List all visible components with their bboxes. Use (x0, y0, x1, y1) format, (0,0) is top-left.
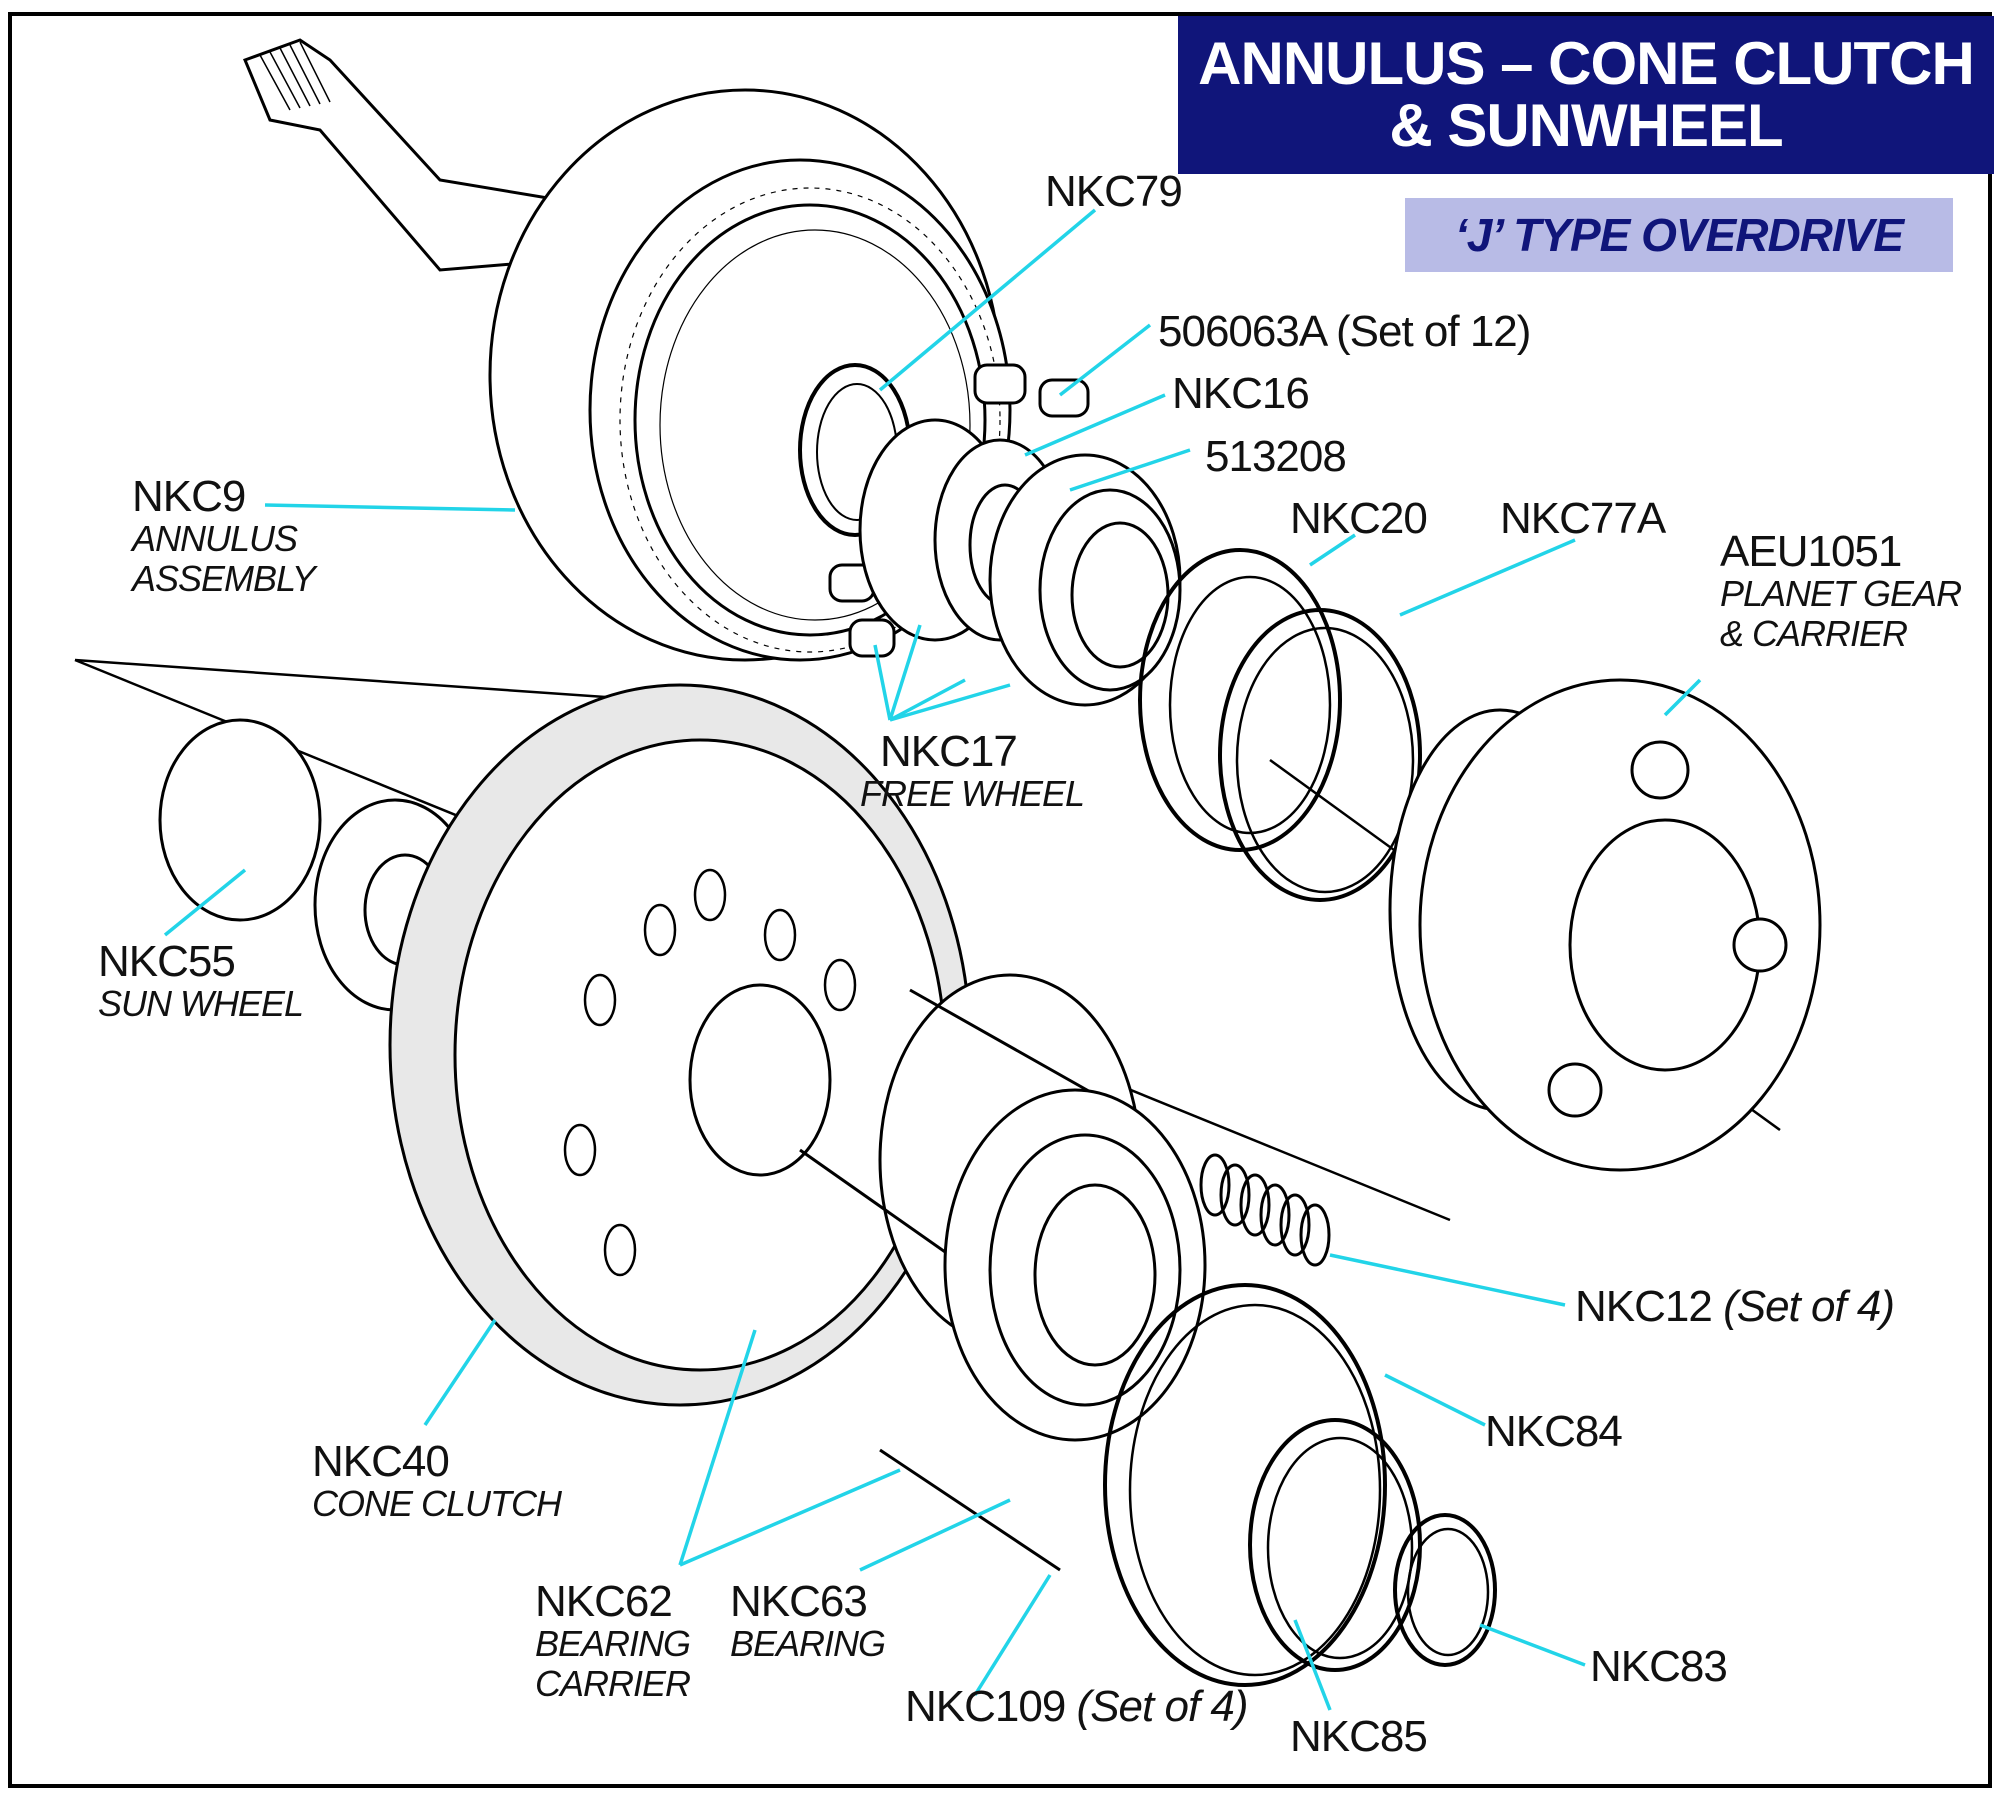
label-nkc85: NKC85 (1290, 1712, 1428, 1761)
label-nkc20: NKC20 (1290, 494, 1428, 543)
label-aeu1051-desc-1: PLANET GEAR (1720, 573, 1962, 614)
label-nkc17-number: NKC17 (880, 727, 1018, 776)
label-nkc55-desc-1: SUN WHEEL (98, 983, 304, 1024)
label-nkc63-number: NKC63 (730, 1577, 868, 1626)
title-line-2: & SUNWHEEL (1389, 92, 1783, 159)
label-nkc62: NKC62 BEARING CARRIER (535, 1577, 691, 1704)
label-nkc109: NKC109 (Set of 4) (905, 1682, 1249, 1731)
label-nkc40: NKC40 CONE CLUTCH (312, 1437, 562, 1524)
label-nkc12-number: NKC12 (1575, 1282, 1713, 1331)
label-nkc63-desc-1: BEARING (730, 1623, 886, 1664)
label-nkc16: NKC16 (1172, 369, 1310, 418)
label-513208: 513208 (1205, 432, 1347, 481)
spring-drawing (1199, 1153, 1331, 1267)
cone-clutch-drawing (388, 683, 972, 1407)
label-nkc62-number: NKC62 (535, 1577, 673, 1626)
label-nkc79: NKC79 (1045, 167, 1183, 216)
title-line-1: ANNULUS – CONE CLUTCH (1198, 30, 1975, 97)
label-aeu1051-number: AEU1051 (1720, 527, 1902, 576)
label-nkc17-desc-1: FREE WHEEL (860, 773, 1085, 814)
label-nkc12-qty: (Set of 4) (1723, 1282, 1895, 1331)
diagram-border (8, 12, 1992, 1788)
bearing-drawing (943, 1088, 1207, 1442)
label-aeu1051: AEU1051 PLANET GEAR & CARRIER (1720, 527, 1962, 654)
label-nkc83: NKC83 (1590, 1642, 1728, 1691)
label-nkc55: NKC55 SUN WHEEL (98, 937, 304, 1024)
label-506063a: 506063A (Set of 12) (1158, 307, 1531, 356)
label-aeu1051-desc-2: & CARRIER (1720, 613, 1908, 654)
title-banner: ANNULUS – CONE CLUTCH & SUNWHEEL (1178, 16, 1994, 174)
roller-cage-drawing (988, 453, 1182, 707)
label-nkc62-desc-1: BEARING (535, 1623, 691, 1664)
label-506063a-number: 506063A (1158, 307, 1326, 356)
label-nkc40-number: NKC40 (312, 1437, 450, 1486)
label-nkc17: NKC17 FREE WHEEL (860, 727, 1085, 814)
subtitle-banner: ‘J’ TYPE OVERDRIVE (1405, 198, 1953, 272)
label-nkc12: NKC12 (Set of 4) (1575, 1282, 1895, 1331)
label-nkc40-desc-1: CONE CLUTCH (312, 1483, 562, 1524)
label-nkc9: NKC9 ANNULUS ASSEMBLY (132, 472, 316, 599)
label-nkc62-desc-2: CARRIER (535, 1663, 691, 1704)
label-nkc84: NKC84 (1485, 1407, 1623, 1456)
rings-nkc20-nkc77a-drawing (1138, 548, 1422, 902)
circlips-drawing (1103, 1283, 1497, 1687)
label-nkc9-desc-2: ASSEMBLY (132, 558, 316, 599)
label-nkc77a: NKC77A (1500, 494, 1666, 543)
planet-carrier-drawing (1388, 678, 1822, 1172)
label-nkc9-number: NKC9 (132, 472, 246, 521)
rollers-drawing (828, 363, 1090, 658)
leader-lines (163, 208, 1702, 1711)
label-nkc109-qty: (Set of 4) (1076, 1682, 1249, 1731)
label-nkc55-number: NKC55 (98, 937, 236, 986)
label-nkc63: NKC63 BEARING (730, 1577, 886, 1664)
label-nkc109-number: NKC109 (905, 1682, 1066, 1731)
label-506063a-qty: (Set of 12) (1335, 307, 1531, 356)
label-nkc9-desc-1: ANNULUS (132, 518, 298, 559)
